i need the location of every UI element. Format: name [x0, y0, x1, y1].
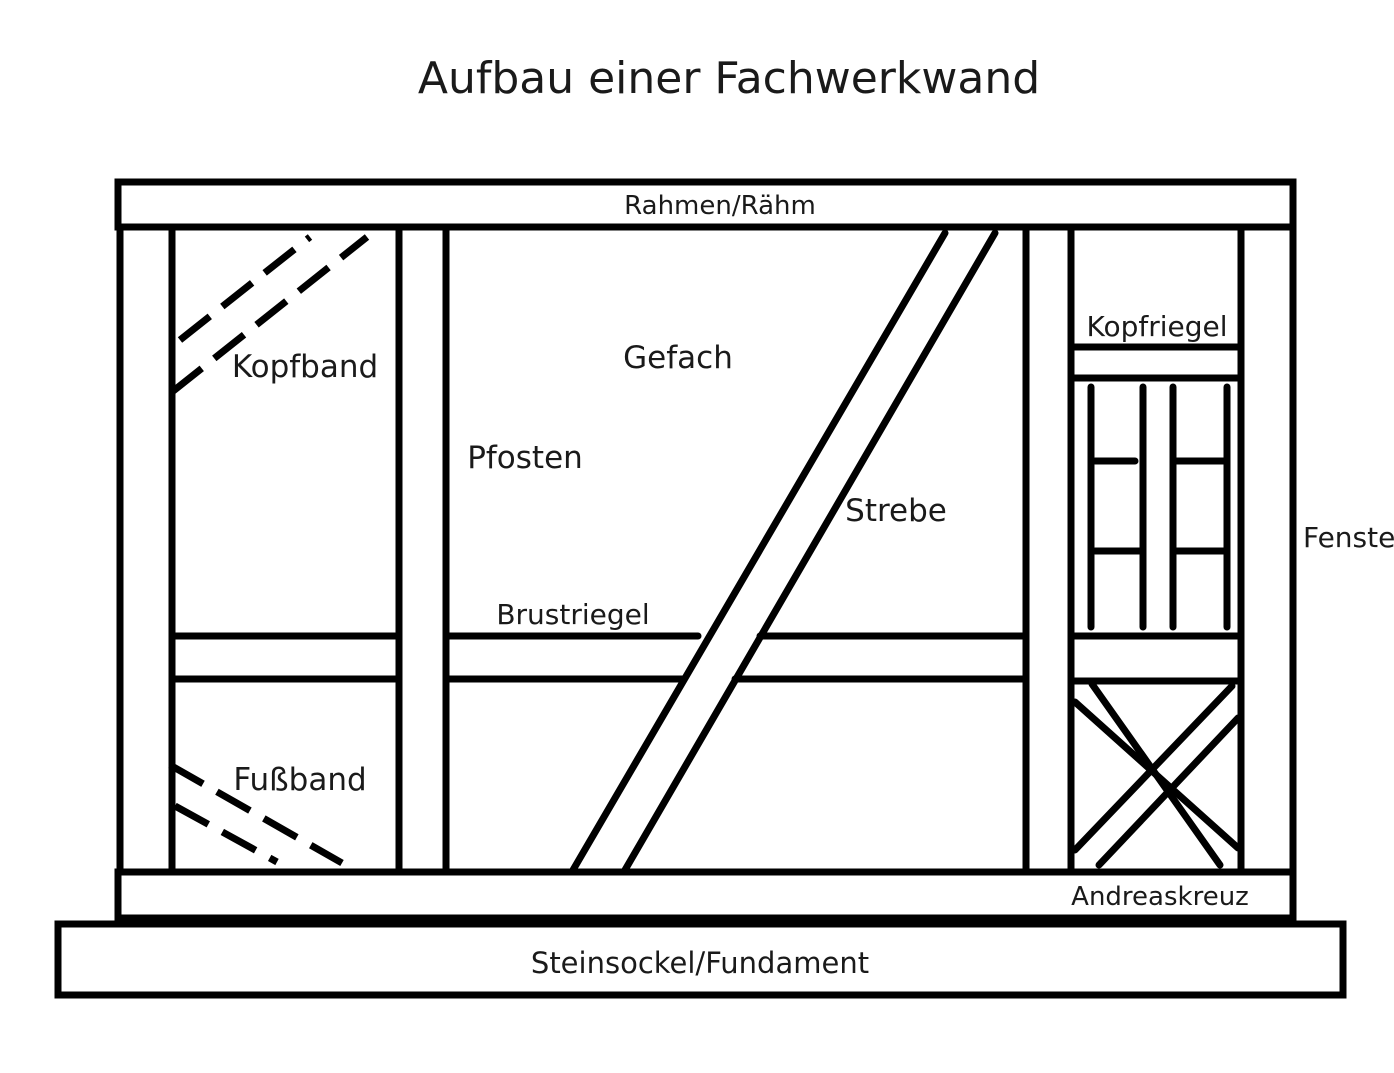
label-kopfriegel: Kopfriegel: [1086, 310, 1227, 343]
label-rahmen: Rahmen/Rähm: [624, 191, 816, 221]
rahmen-beam: [114, 178, 1297, 231]
fundament: [54, 920, 1347, 999]
andreaskreuz: [1071, 680, 1242, 869]
kopfband: [169, 234, 370, 395]
label-kopfband: Kopfband: [232, 349, 378, 385]
fenster-window: [1087, 383, 1231, 631]
label-fenster: Fenster: [1303, 521, 1394, 554]
fussband: [168, 761, 344, 867]
label-fundament: Steinsockel/Fundament: [531, 946, 869, 980]
kopfriegel: [1067, 343, 1245, 382]
schwelle-sill: [114, 868, 1297, 922]
label-fussband: Fußband: [233, 762, 366, 798]
strebe: [569, 229, 999, 874]
label-brustriegel: Brustriegel: [496, 598, 649, 631]
diagram-title: Aufbau einer Fachwerkwand: [418, 53, 1040, 104]
label-strebe: Strebe: [845, 493, 947, 529]
label-andreaskreuz: Andreaskreuz: [1071, 882, 1249, 912]
label-gefach: Gefach: [623, 340, 733, 376]
brustriegel: [168, 632, 1245, 685]
label-pfosten: Pfosten: [467, 440, 583, 476]
